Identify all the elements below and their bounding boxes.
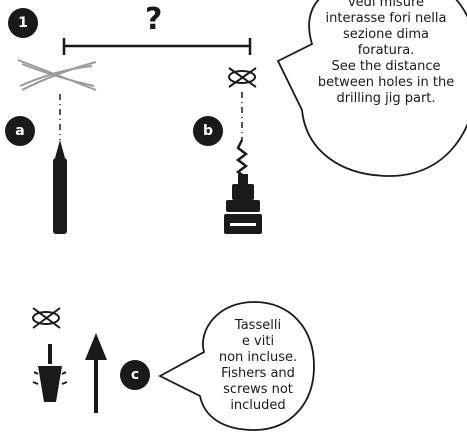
note-bottom-line: e viti	[241, 334, 275, 349]
note-bottom-line: screws not	[223, 382, 293, 397]
step-badge-1: 1	[8, 8, 38, 38]
unknown-distance-label: ?	[145, 2, 163, 37]
note-top-line: foratura.	[357, 43, 415, 58]
distance-dimension-line	[62, 38, 252, 55]
note-top-line: vedi misure	[347, 0, 425, 10]
badge-b: b	[193, 116, 223, 146]
note-bubble-top	[276, 0, 467, 177]
hole-cross-mark-icon	[32, 307, 61, 329]
note-bottom-text: Tasselli e viti non incluse. Fishers and…	[210, 318, 306, 414]
note-top-line: See the distance	[331, 59, 441, 74]
pencil-cross-mark-icon	[17, 59, 97, 91]
note-bubble-bottom	[158, 301, 315, 431]
note-top-line: between holes in the	[317, 75, 455, 90]
note-top-line: sezione dima	[342, 27, 430, 42]
arrow-up-icon	[85, 333, 107, 413]
badge-c: c	[120, 360, 150, 390]
wall-plug-icon	[32, 344, 68, 402]
hole-target-icon	[228, 67, 257, 88]
note-bottom-line: Fishers and	[221, 366, 295, 381]
note-bottom-line: included	[230, 398, 286, 413]
note-bottom-line: non incluse.	[218, 350, 298, 365]
drill-icon	[224, 139, 262, 234]
pencil-icon	[53, 140, 67, 234]
note-top-line: interasse fori nella	[325, 11, 447, 26]
note-top-line: drilling jig part.	[336, 91, 436, 106]
note-bottom-line: Tasselli	[234, 318, 282, 333]
badge-a: a	[5, 116, 35, 146]
note-top-text: vedi misure interasse fori nella sezione…	[306, 0, 466, 107]
